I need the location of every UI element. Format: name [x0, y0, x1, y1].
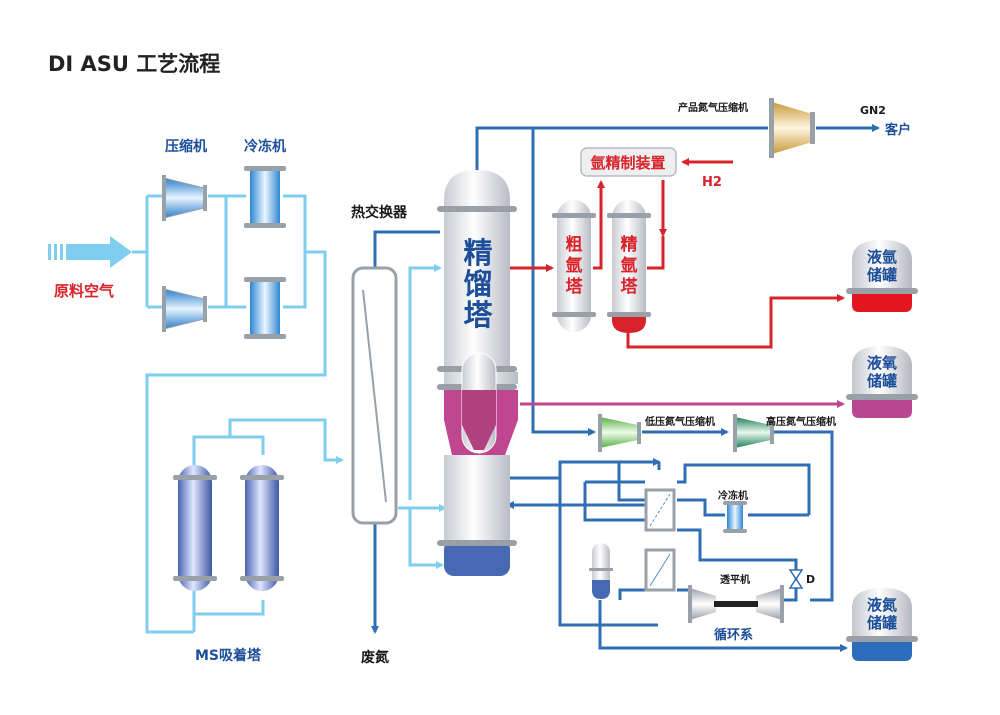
crude-argon-column: [552, 200, 596, 332]
expander-turbine: [688, 585, 784, 623]
pure-argon-label-1: 精: [621, 234, 638, 255]
air-compressor-upper: [162, 175, 207, 221]
chiller-label: 冷冻机: [244, 138, 286, 155]
recycle-label: 循环系: [714, 627, 753, 643]
lp-n2-compressor-label: 低压氮气压缩机: [644, 415, 715, 428]
lp-n2-compressor: [598, 414, 641, 452]
page-title: DI ASU 工艺流程: [48, 52, 220, 76]
crude-argon-label-2: 氩: [566, 255, 583, 276]
liquid-oxygen-tank: [846, 346, 918, 418]
liquid-separator: [589, 543, 613, 599]
gn2-label: GN2: [860, 104, 886, 117]
feed-air-arrow-icon: [48, 236, 132, 268]
pure-argon-label-2: 氩: [621, 255, 638, 276]
product-n2-compressor: [769, 98, 815, 158]
ms-adsorber-right: [240, 465, 284, 591]
argon-purifier-box: [580, 147, 677, 177]
crude-argon-label-3: 塔: [566, 276, 584, 297]
hp-n2-compressor-label: 高压氮气压缩机: [766, 415, 836, 428]
customer-label: 客户: [885, 122, 911, 138]
liquid-nitrogen-tank-label-1: 液氮: [867, 596, 897, 614]
product-n2-compressor-label: 产品氮气压缩机: [678, 101, 748, 114]
recycle-chiller-label: 冷冻机: [718, 489, 748, 502]
pure-argon-label-3: 塔: [621, 276, 639, 297]
h2-label: H2: [702, 175, 722, 190]
nitrogen-lines: [371, 124, 880, 652]
expander-label: 透平机: [720, 573, 750, 586]
main-column-label-2: 馏: [463, 267, 492, 301]
argon-lines: [510, 158, 845, 349]
heat-exchanger-label: 热交换器: [351, 204, 408, 221]
feed-air-label: 原料空气: [54, 282, 114, 300]
argon-purifier-label: 氩精制装置: [590, 154, 665, 172]
air-compressor-lower: [162, 286, 207, 332]
air-lines: [132, 194, 447, 634]
ms-adsorber-label: MS吸着塔: [195, 647, 262, 664]
liquid-oxygen-tank-label-1: 液氧: [867, 354, 897, 372]
heat-exchanger: [351, 266, 398, 525]
recycle-chiller: [723, 501, 747, 533]
ms-adsorber-left: [173, 465, 217, 591]
pure-argon-column: [607, 200, 651, 333]
liquid-argon-tank: [846, 240, 918, 312]
waste-nitrogen-label: 废氮: [361, 649, 389, 666]
hp-n2-compressor: [733, 414, 774, 452]
main-column-label-3: 塔: [463, 298, 493, 332]
compressor-label: 压缩机: [165, 138, 207, 155]
liquid-oxygen-tank-label-2: 储罐: [867, 372, 897, 390]
main-distillation-column: [437, 170, 518, 576]
liquid-nitrogen-tank-label-2: 储罐: [867, 614, 897, 632]
recycle-exchanger-upper: [644, 488, 676, 532]
crude-argon-label-1: 粗: [566, 234, 583, 255]
liquid-nitrogen-tank: [846, 588, 918, 661]
main-column-label-1: 精: [463, 236, 492, 270]
liquid-argon-tank-label-2: 储罐: [867, 266, 897, 284]
valve-icon: [788, 569, 804, 589]
valve-label: D: [806, 573, 815, 586]
chiller-lower: [244, 277, 286, 339]
liquid-argon-tank-label-1: 液氩: [867, 248, 897, 266]
chiller-upper: [244, 166, 286, 228]
